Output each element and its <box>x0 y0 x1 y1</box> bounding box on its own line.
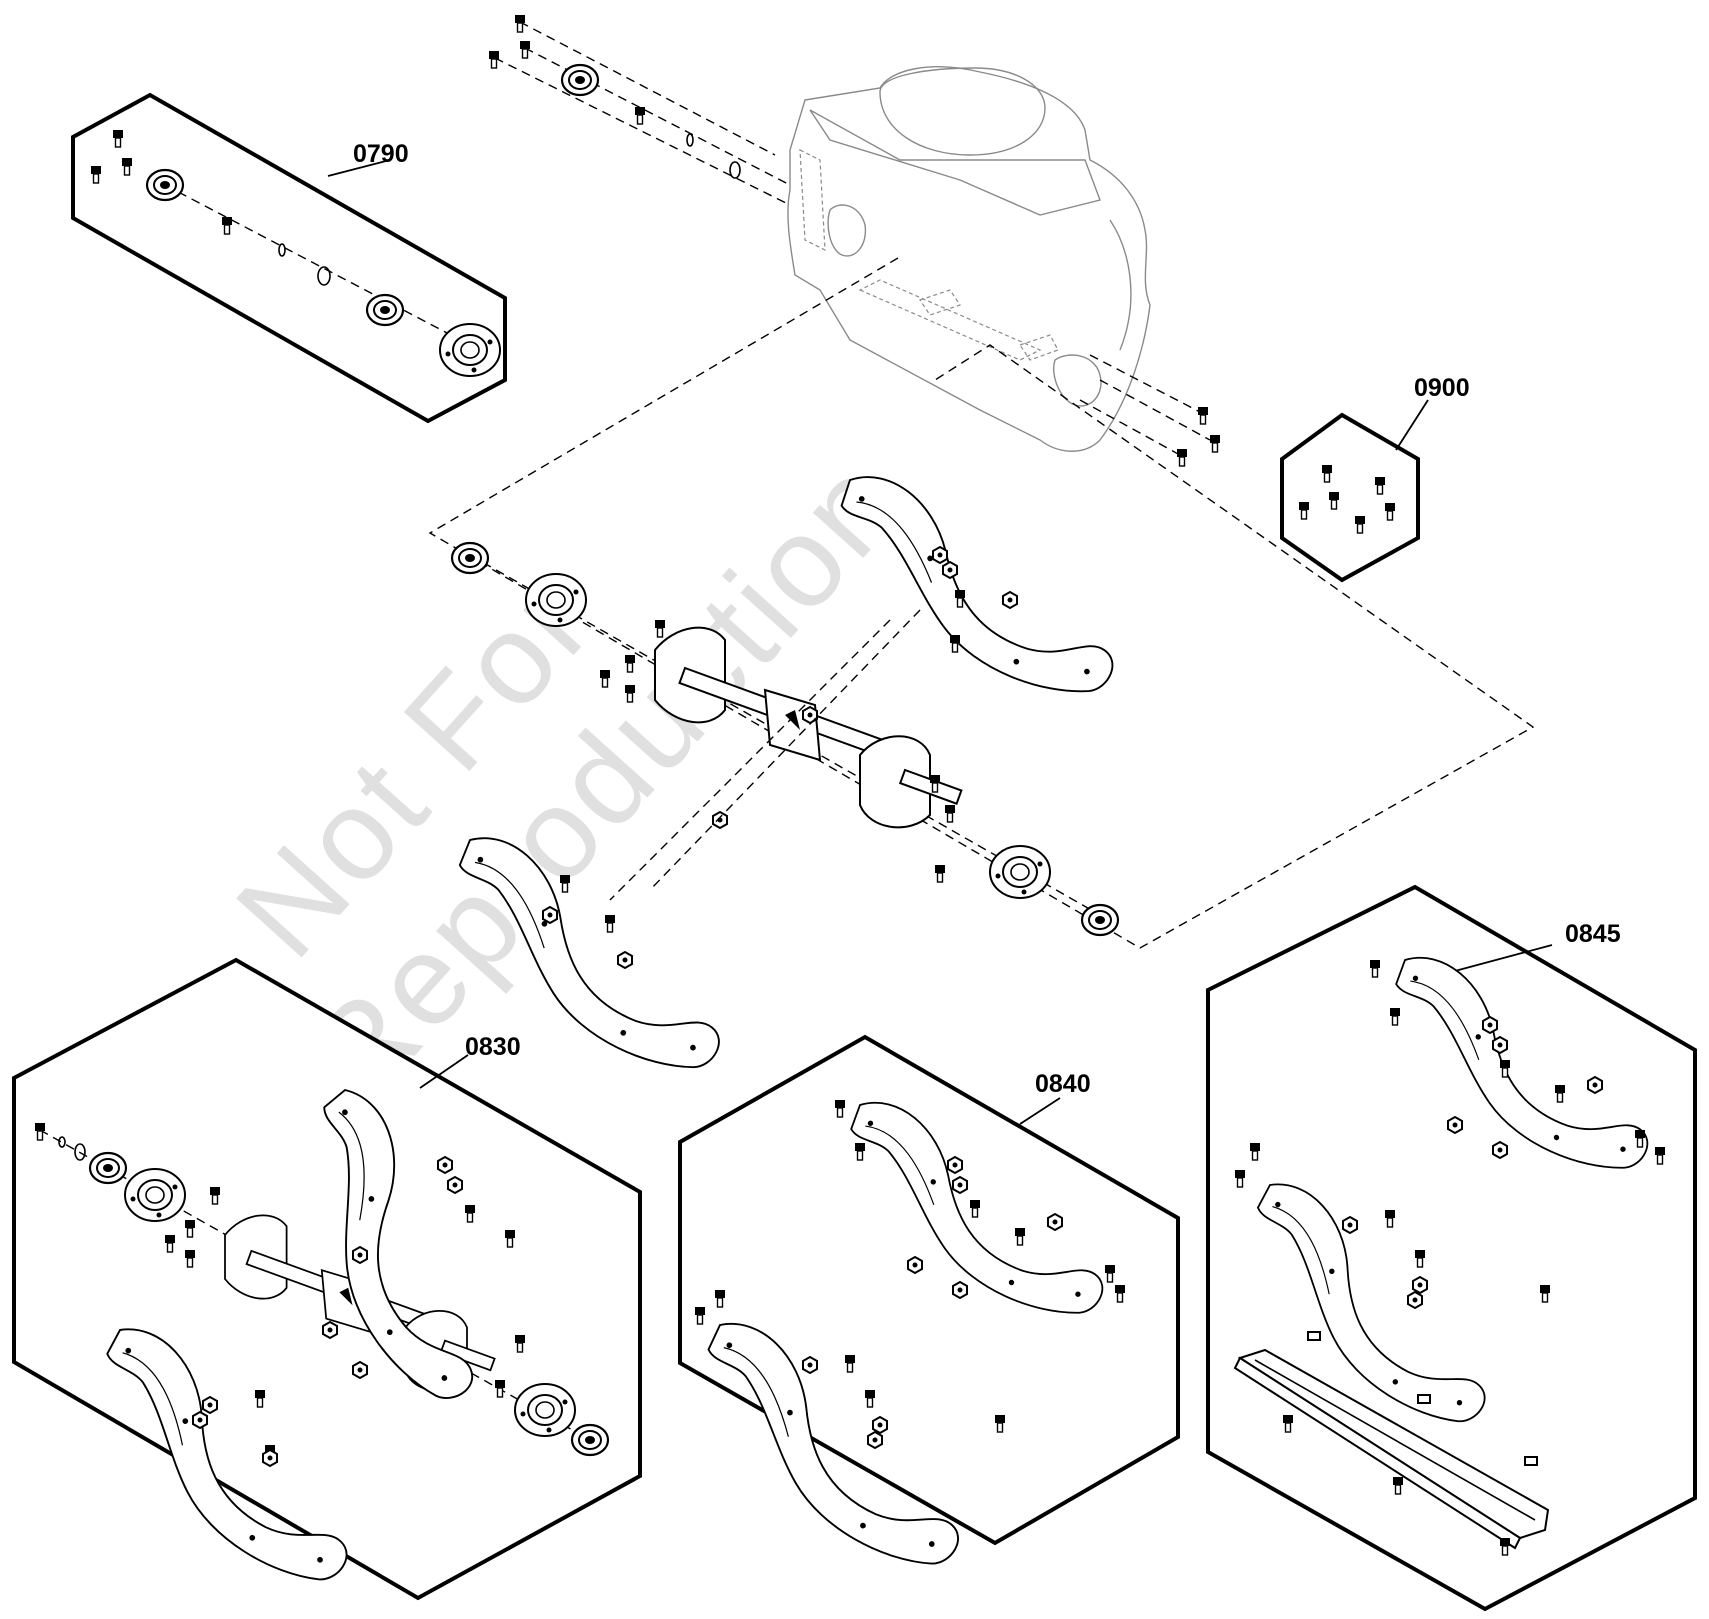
nut-icon <box>1047 1213 1063 1231</box>
carriage-nut-icon <box>1307 1331 1321 1341</box>
bolt-icon <box>604 914 616 933</box>
nut-icon <box>802 706 818 724</box>
nut-icon <box>617 951 633 969</box>
kit-0840: 0840 <box>668 1034 1180 1573</box>
bolt-icon <box>944 804 956 823</box>
nut-icon <box>872 1416 888 1434</box>
nut-icon <box>942 561 958 579</box>
bearing-icon <box>560 63 600 97</box>
kit-0845: 0845 <box>1206 884 1697 1612</box>
bolt-icon <box>634 106 646 125</box>
spacer-icon <box>686 133 694 147</box>
spacer-icon <box>278 243 286 257</box>
flange-bearing-icon <box>514 1383 576 1437</box>
washer-icon <box>74 1143 86 1161</box>
bearing-icon <box>88 1151 128 1185</box>
kit-label-0790: 0790 <box>353 140 409 168</box>
flange-bearing-icon <box>525 573 587 627</box>
nut-icon <box>947 1156 963 1174</box>
flange-bearing-icon <box>439 323 501 377</box>
kit-0790: 0790 <box>71 92 507 424</box>
nut-icon <box>447 1176 463 1194</box>
kit-label-0900: 0900 <box>1414 374 1470 402</box>
auger-housing <box>787 66 1151 452</box>
nut-icon <box>1492 1036 1508 1054</box>
bolt-icon <box>1197 406 1209 425</box>
nut-icon <box>1482 1016 1498 1034</box>
nut-icon <box>712 811 728 829</box>
nut-icon <box>322 1321 338 1339</box>
kit-label-0830: 0830 <box>465 1033 521 1061</box>
bearing-icon <box>570 1423 610 1457</box>
bolt-icon <box>1176 448 1188 467</box>
kit-0900: 0900 <box>1280 374 1470 583</box>
nut-icon <box>1002 591 1018 609</box>
nut-icon <box>262 1449 278 1467</box>
bolt-icon <box>1209 434 1221 453</box>
nut-icon <box>907 1256 923 1274</box>
nut-icon <box>1407 1291 1423 1309</box>
assembly-outline <box>428 257 1535 949</box>
kit-0830: 0830 <box>12 957 642 1601</box>
nut-icon <box>1412 1276 1428 1294</box>
nut-icon <box>437 1156 453 1174</box>
nut-icon <box>952 1281 968 1299</box>
scraper-bar <box>1233 1348 1550 1550</box>
nut-icon <box>352 1246 368 1264</box>
bolt-icon <box>934 864 946 883</box>
kit-label-0845: 0845 <box>1565 920 1621 948</box>
washer-icon <box>729 161 741 179</box>
bearing-icon <box>365 293 405 327</box>
nut-icon <box>802 1356 818 1374</box>
nut-icon <box>1587 1076 1603 1094</box>
flange-bearing-icon <box>124 1168 186 1222</box>
washer-icon <box>317 266 331 286</box>
kit-label-0840: 0840 <box>1035 1070 1091 1098</box>
nut-icon <box>952 1176 968 1194</box>
housing-hardware-top <box>488 14 791 206</box>
nut-icon <box>1492 1141 1508 1159</box>
nut-icon <box>867 1431 883 1449</box>
nut-icon <box>352 1361 368 1379</box>
nut-icon <box>932 546 948 564</box>
bearing-icon <box>450 541 490 575</box>
bearing-icon <box>145 168 185 202</box>
spacer-icon <box>58 1136 66 1148</box>
flange-bearing-icon <box>989 845 1051 899</box>
nut-icon <box>542 906 558 924</box>
nut-icon <box>1447 1116 1463 1134</box>
housing-hardware-right <box>1079 354 1221 467</box>
nut-icon <box>192 1411 208 1429</box>
nut-icon <box>1342 1216 1358 1234</box>
bearing-icon <box>1080 903 1120 937</box>
main-auger-assembly <box>427 472 1135 1076</box>
carriage-nut-icon <box>1524 1456 1538 1466</box>
carriage-nut-icon <box>1417 1394 1431 1404</box>
nut-icon <box>202 1396 218 1414</box>
